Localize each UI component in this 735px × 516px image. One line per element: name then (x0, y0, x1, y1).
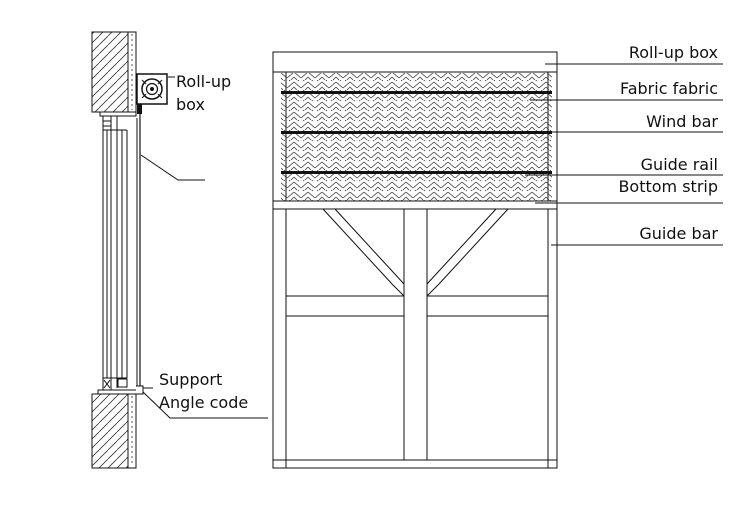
support-bracket (136, 385, 144, 395)
window-frame (102, 115, 128, 391)
label-guide-rail: Guide rail (641, 155, 718, 174)
label-fabric: Fabric fabric (620, 79, 718, 98)
lintel (99, 111, 137, 117)
wind-bar-2 (281, 131, 552, 134)
label-rollup-box-line2: box (176, 95, 205, 114)
window-sashes (286, 208, 548, 460)
label-rollup-box-elev: Roll-up box (629, 43, 718, 62)
fabric-panel (281, 73, 552, 201)
wind-bar-3 (281, 171, 552, 174)
rollup-box-section (136, 73, 168, 114)
leader-angle-code (142, 391, 268, 419)
wind-bar-1 (281, 91, 552, 94)
rollup-box-elevation (272, 51, 558, 73)
label-wind-bar: Wind bar (646, 112, 718, 131)
label-rollup-box-line1: Roll-up (176, 72, 231, 91)
guide-rail-frame (272, 71, 558, 469)
lower-wall (91, 393, 137, 469)
label-angle-code: Angle code (159, 393, 248, 412)
leader-guide-rail-section (140, 154, 205, 181)
sill (97, 389, 139, 395)
upper-wall (91, 31, 137, 113)
label-support: Support (159, 370, 222, 389)
elevation-view (272, 51, 723, 469)
section-view (91, 31, 268, 469)
label-guide-bar: Guide bar (639, 224, 718, 243)
label-bottom-strip: Bottom strip (618, 177, 718, 196)
bottom-strip (272, 200, 558, 210)
